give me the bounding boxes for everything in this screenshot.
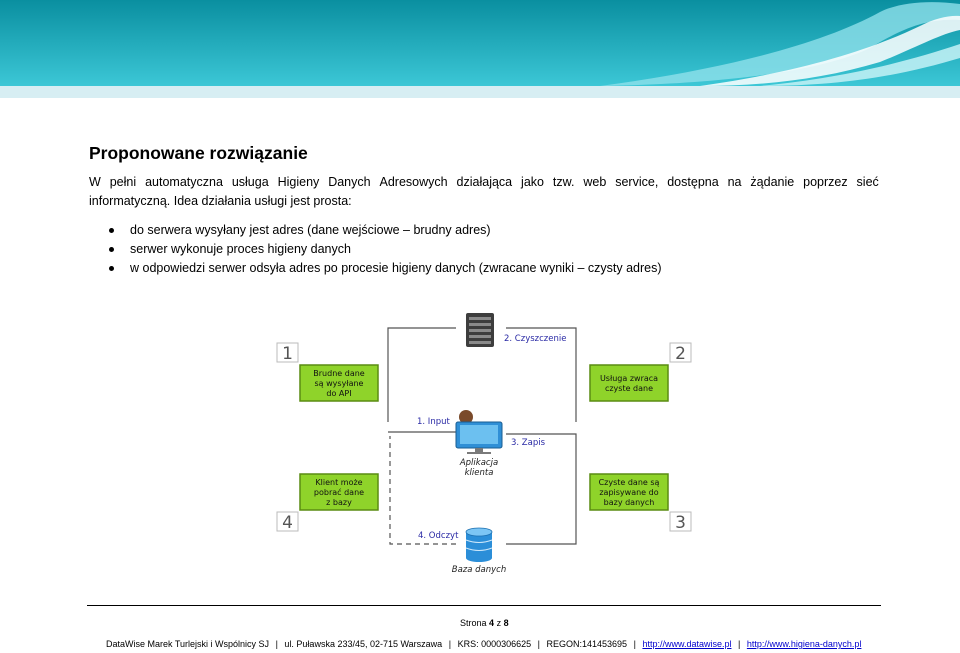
intro-word: Higieny xyxy=(277,175,320,189)
intro-word: automatyczna xyxy=(145,175,223,189)
footer-separator: | xyxy=(633,639,636,649)
bullet-list: do serwera wysyłany jest adres (dane wej… xyxy=(109,221,662,278)
intro-word: service, xyxy=(615,175,659,189)
page-title: Proponowane rozwiązanie xyxy=(89,143,308,163)
page-current: 4 xyxy=(489,618,495,628)
intro-line-2: informatyczną. Idea działania usługi jes… xyxy=(89,194,352,208)
action-box-3 xyxy=(589,473,669,511)
intro-word: na xyxy=(727,175,742,189)
footer-info: DataWise Marek Turlejski i Wspólnicy SJ … xyxy=(106,639,861,649)
step-number-box xyxy=(276,342,299,363)
bullet-icon xyxy=(109,266,114,271)
list-item: do serwera wysyłany jest adres (dane wej… xyxy=(109,221,662,240)
edge-label-write: 3. Zapis xyxy=(511,438,546,448)
box-1-line-2: są wysyłane xyxy=(315,379,364,388)
intro-word: tzw. xyxy=(552,175,575,189)
intro-word: Danych xyxy=(328,175,371,189)
intro-word: poprzez xyxy=(803,175,848,189)
footer-company: DataWise Marek Turlejski i Wspólnicy SJ xyxy=(106,639,270,649)
action-box-2 xyxy=(589,364,669,402)
edge-label-input: 1. Input xyxy=(417,417,450,427)
connector-line xyxy=(389,436,456,545)
action-box-4 xyxy=(299,473,379,511)
box-4-line-3: z bazy xyxy=(326,498,352,507)
intro-word: usługa xyxy=(231,175,269,189)
box-3-line-2: zapisywane do xyxy=(599,488,658,497)
node-labels: Aplikacja klienta Baza danych xyxy=(452,458,507,575)
page-label: Strona xyxy=(460,618,487,628)
step-number-1: 1 xyxy=(282,344,293,364)
box-3-line-3: bazy danych xyxy=(604,498,655,507)
diagram-connectors xyxy=(387,327,577,545)
intro-word: działająca xyxy=(456,175,513,189)
footer-address: ul. Puławska 233/45, 02-715 Warszawa xyxy=(284,639,443,649)
connector-line xyxy=(506,433,577,545)
box-1-line-3: do API xyxy=(326,389,351,398)
footer-separator: | xyxy=(275,639,278,649)
box-2-line-1: Usługa zwraca xyxy=(600,374,658,383)
page-of: z xyxy=(496,618,502,628)
box-4-line-1: Klient może xyxy=(315,478,362,487)
step-number-2: 2 xyxy=(675,344,686,364)
action-boxes xyxy=(299,364,669,511)
step-numbers: 1 2 3 4 xyxy=(276,342,692,533)
footer-divider xyxy=(87,605,881,606)
database-label: Baza danych xyxy=(452,565,507,575)
footer-separator: | xyxy=(537,639,540,649)
list-item-text: do serwera wysyłany jest adres (dane wej… xyxy=(130,223,491,237)
intro-word: jako xyxy=(521,175,544,189)
step-number-box xyxy=(669,342,692,363)
intro-line-1: W pełni automatyczna usługa Higieny Dany… xyxy=(89,173,879,192)
client-label-line-1: Aplikacja xyxy=(459,458,498,468)
list-item-text: w odpowiedzi serwer odsyła adres po proc… xyxy=(130,261,662,275)
connector-line xyxy=(506,327,577,422)
intro-word: dostępna xyxy=(667,175,719,189)
client-computer-icon xyxy=(455,410,503,454)
step-number-4: 4 xyxy=(282,513,293,533)
connector-line xyxy=(387,327,456,422)
edge-labels: 1. Input 2. Czyszczenie 3. Zapis 4. Odcz… xyxy=(417,334,566,541)
box-3-line-1: Czyste dane są xyxy=(599,478,660,487)
step-number-3: 3 xyxy=(675,513,686,533)
bullet-icon xyxy=(109,247,114,252)
header-banner xyxy=(0,0,960,98)
step-number-box xyxy=(276,511,299,532)
box-2-line-2: czyste dane xyxy=(605,384,653,393)
datawise-link[interactable]: http://www.datawise.pl xyxy=(642,639,732,649)
higiena-danych-link[interactable]: http://www.higiena-danych.pl xyxy=(746,639,862,649)
database-icon xyxy=(465,527,493,562)
bullet-icon xyxy=(109,228,114,233)
footer-separator: | xyxy=(448,639,452,649)
list-item: w odpowiedzi serwer odsyła adres po proc… xyxy=(109,259,662,278)
intro-word: Adresowych xyxy=(379,175,448,189)
edge-label-cleaning: 2. Czyszczenie xyxy=(504,334,566,344)
list-item: serwer wykonuje proces higieny danych xyxy=(109,240,662,259)
intro-word: pełni xyxy=(109,175,137,189)
action-box-1 xyxy=(299,364,379,402)
server-icon xyxy=(466,313,494,347)
list-item-text: serwer wykonuje proces higieny danych xyxy=(130,242,351,256)
page-number: Strona 4 z 8 xyxy=(460,618,509,628)
step-number-box xyxy=(669,511,692,532)
wave-icon xyxy=(0,0,960,98)
process-diagram-svg: 1 2 3 4 Brudne dane są wysyłane do API U… xyxy=(276,313,692,575)
page-total: 8 xyxy=(503,618,509,628)
box-4-line-2: pobrać dane xyxy=(314,487,364,497)
intro-word: W xyxy=(89,175,101,189)
process-diagram: 1 2 3 4 Brudne dane są wysyłane do API U… xyxy=(270,308,710,580)
intro-paragraph: W pełni automatyczna usługa Higieny Dany… xyxy=(89,173,879,211)
intro-word: sieć xyxy=(856,175,879,189)
footer-regon: REGON:141453695 xyxy=(546,639,628,649)
edge-label-read: 4. Odczyt xyxy=(418,531,459,541)
intro-word: żądanie xyxy=(750,175,795,189)
box-1-line-1: Brudne dane xyxy=(313,369,365,378)
footer-separator: | xyxy=(738,639,741,649)
action-box-texts: Brudne dane są wysyłane do API Usługa zw… xyxy=(313,369,659,507)
footer-krs: KRS: 0000306625 xyxy=(457,639,532,649)
client-label-line-2: klienta xyxy=(465,468,494,478)
intro-word: web xyxy=(583,175,607,189)
